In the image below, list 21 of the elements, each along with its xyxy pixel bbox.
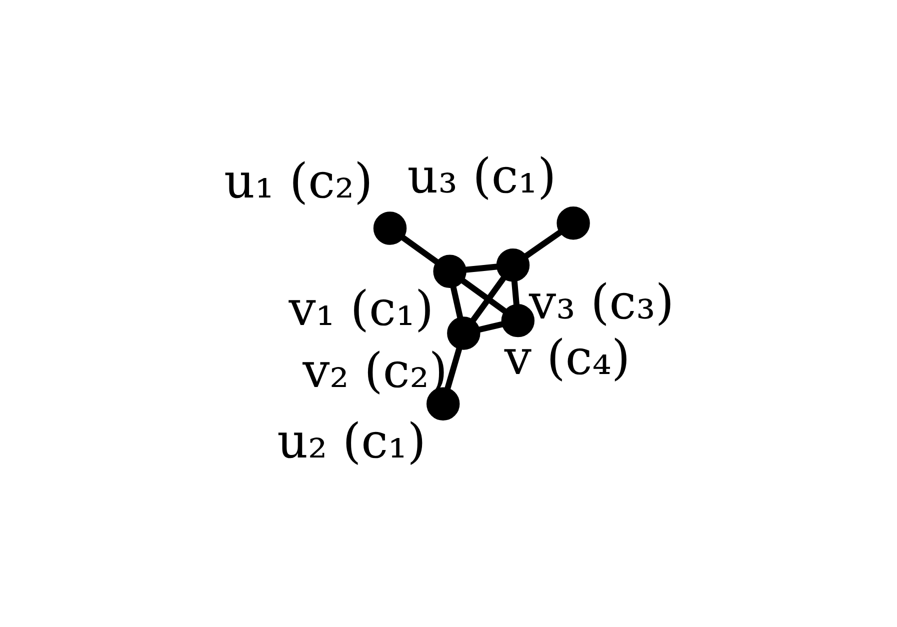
connector	[478, 321, 504, 333]
connector	[524, 230, 562, 259]
node-label: v₂ (c₂)	[302, 342, 448, 399]
connector	[465, 264, 498, 273]
node-label: v (c₄)	[504, 330, 630, 386]
node-label: v₃ (c₃)	[529, 274, 674, 331]
node-circle	[433, 254, 466, 288]
node-label: u₃ (c₁)	[407, 148, 556, 204]
connector	[470, 276, 506, 322]
node-circle	[373, 212, 407, 245]
node-circle	[447, 316, 480, 350]
node-circle	[556, 206, 590, 240]
connector	[461, 278, 507, 314]
node-label: u₂ (c₁)	[277, 413, 426, 470]
node-circle	[496, 248, 530, 282]
connector	[400, 234, 439, 265]
node-label: u₁ (c₂)	[224, 154, 373, 210]
node-label: v₁ (c₁)	[288, 280, 434, 337]
connector	[511, 280, 520, 306]
connector	[444, 347, 462, 390]
connector	[450, 286, 464, 319]
